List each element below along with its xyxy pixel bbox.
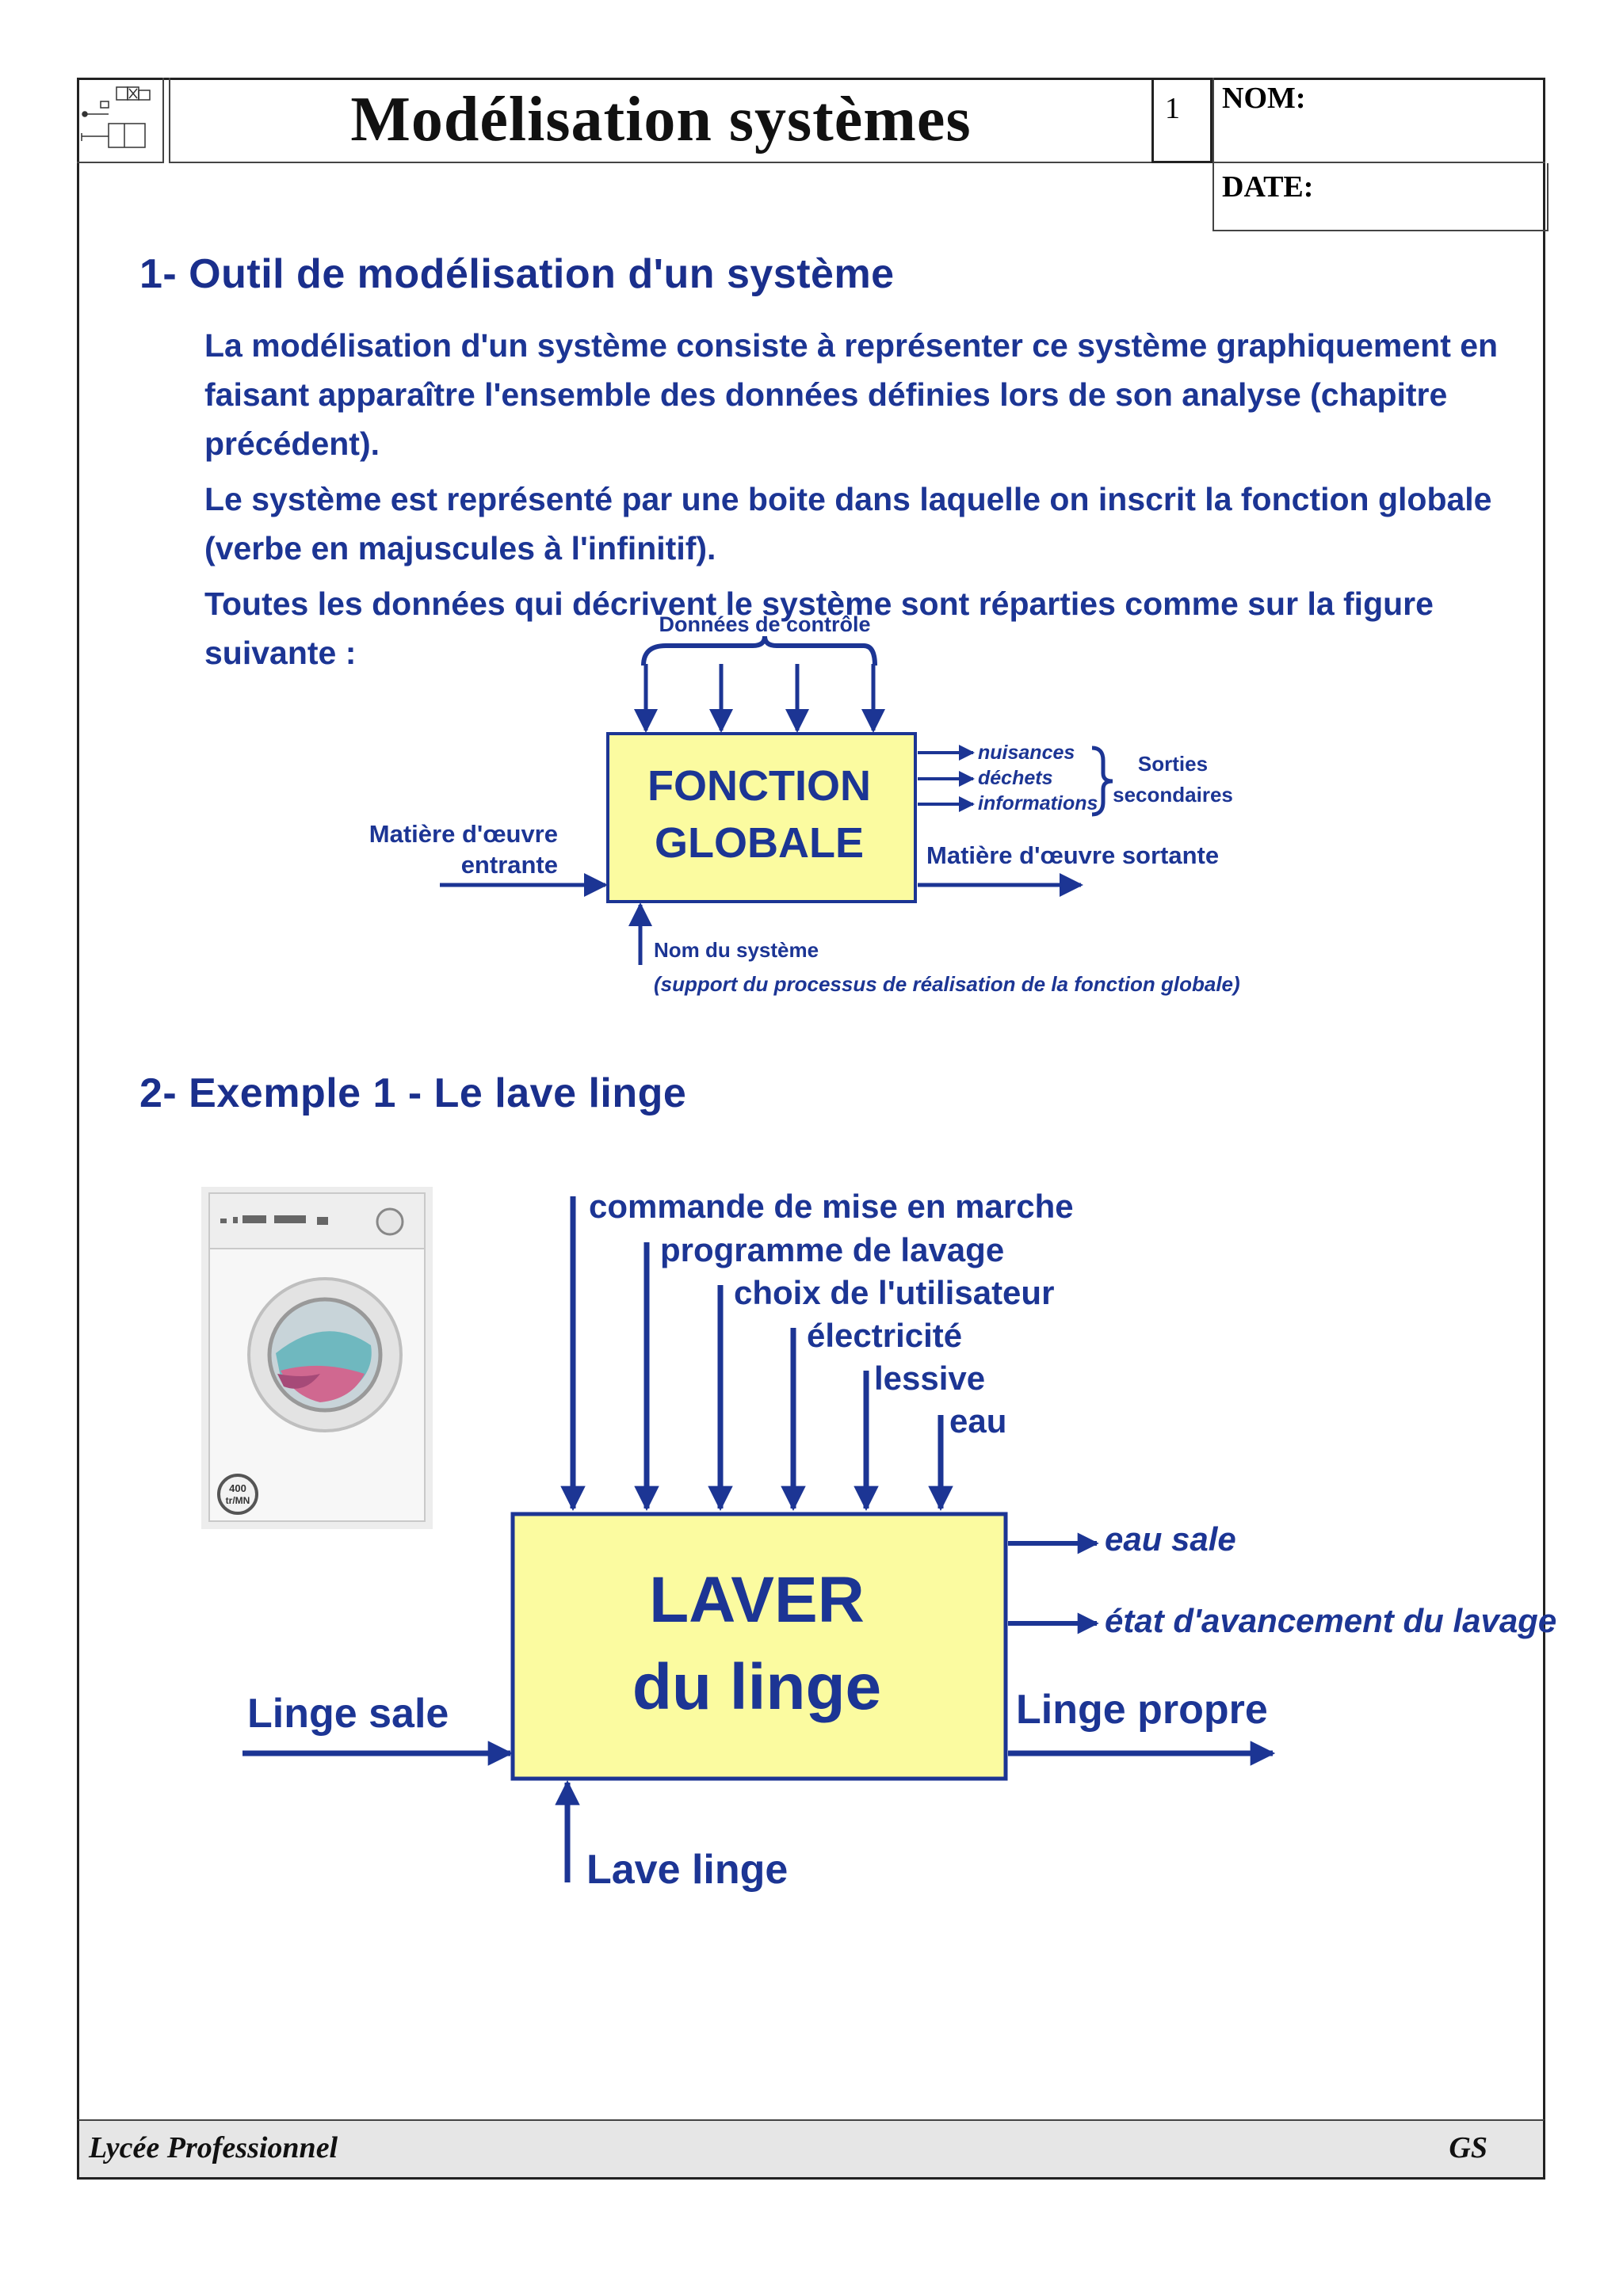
control-label: choix de l'utilisateur [734,1274,1054,1311]
section2-title: 2- Exemple 1 - Le lave linge [139,1070,687,1116]
output-label: Linge propre [1016,1687,1268,1733]
intro-paragraph: La modélisation d'un système consiste à … [204,327,1499,462]
intro-paragraph: Le système est représenté par une boite … [204,481,1492,566]
generic-function-diagram: Données de contrôle FONCTION GLOBALE Mat… [369,612,1240,996]
function-box-line1: FONCTION [647,762,871,810]
control-label: commande de mise en marche [589,1188,1074,1225]
system-label: Lave linge [586,1847,788,1893]
control-brace [641,635,877,666]
control-data-label: Données de contrôle [659,612,870,636]
section1-title: 1- Outil de modélisation d'un système [139,251,895,297]
washing-machine-diagram: commande de mise en marche programme de … [242,1188,1556,1893]
secondary-output-label: état d'avancement du lavage [1105,1602,1556,1639]
function-box-line2: GLOBALE [655,819,864,867]
footer-initials: GS [1449,2131,1487,2164]
intro-paragraph: Toutes les données qui décrivent le syst… [204,585,1434,671]
page-number: 1 [1151,78,1212,163]
washing-machine-image: 400 tr/MN [201,1187,433,1529]
input-label-line1: Matière d'œuvre [369,820,558,848]
logo [77,78,164,163]
control-label: lessive [874,1360,985,1397]
function-box-line1: LAVER [649,1564,865,1636]
input-label: Linge sale [247,1691,449,1737]
system-support-label: (support du processus de réalisation de … [654,972,1240,996]
secondary-output-item: nuisances [978,742,1075,764]
footer: Lycée Professionnel GS [77,2119,1545,2180]
nom-field: NOM: [1212,78,1545,163]
secondary-output-item: déchets [978,767,1053,789]
secondary-outputs-label-line2: secondaires [1113,783,1233,807]
date-field: DATE: [1212,163,1549,231]
machine-speed-unit: tr/MN [226,1495,250,1506]
control-label: programme de lavage [660,1231,1004,1268]
footer-school: Lycée Professionnel [89,2131,338,2164]
page-title-box: Modélisation systèmes [169,78,1151,163]
output-label: Matière d'œuvre sortante [926,841,1219,869]
function-box [606,732,917,903]
function-box-line2: du linge [632,1651,881,1723]
secondary-outputs-label-line1: Sorties [1138,752,1208,776]
function-box [510,1512,1008,1781]
logo-schematic-icon [81,86,151,148]
control-label: eau [949,1402,1006,1440]
input-label-line2: entrante [461,851,558,879]
secondary-output-label: eau sale [1105,1520,1236,1558]
control-label: électricité [807,1317,962,1354]
secondary-output-item: informations [978,792,1098,814]
system-name-label: Nom du système [654,938,819,962]
machine-speed-badge: 400 [229,1482,246,1494]
secondary-outputs-brace [1091,746,1113,817]
page-title: Modélisation systèmes [350,84,972,154]
section1-intro: La modélisation d'un système consiste à … [204,321,1520,684]
